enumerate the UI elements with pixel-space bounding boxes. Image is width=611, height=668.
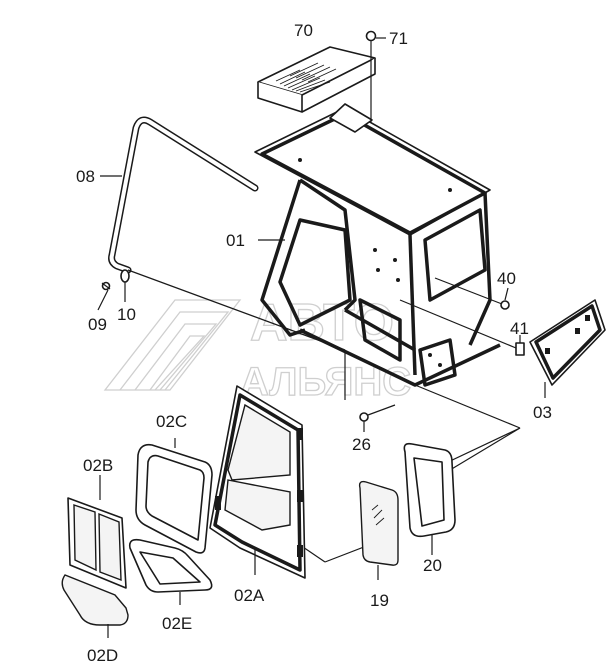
label-08: 08 [76,167,95,186]
label-09: 09 [88,315,107,334]
label-02D: 02D [87,646,118,665]
label-19: 19 [370,591,389,610]
label-41: 41 [510,319,529,338]
label-26: 26 [352,435,371,454]
label-71: 71 [389,29,408,48]
part-01-cab-frame [254,103,501,387]
part-41-grommet [399,299,525,356]
label-02A: 02A [234,586,265,605]
watermark-logo [103,299,242,391]
label-02C: 02C [156,412,187,431]
part-08-handrail [108,116,346,351]
watermark: АВТО АЛЬЯНС [103,293,412,405]
label-40: 40 [497,269,516,288]
part-10-washer [120,269,130,302]
part-02E-seal [128,538,213,605]
part-02D-glass [61,574,129,638]
part-02C-window-seal [135,438,213,554]
watermark-line-2: АЛЬЯНС [240,360,411,404]
label-70: 70 [294,21,313,40]
part-40-pin [434,277,510,310]
label-01: 01 [226,231,245,250]
part-labels: 70 71 08 01 40 41 03 09 10 26 02C 02B 02… [76,21,552,665]
label-10: 10 [117,305,136,324]
part-19-glass [358,480,399,580]
label-02B: 02B [83,456,113,475]
label-02E: 02E [162,614,192,633]
part-02A-door [209,385,306,579]
part-70-cover-plate [257,46,376,113]
part-09-bolt [97,281,111,311]
part-26-screw [359,404,396,432]
part-03-window-panel [529,299,606,398]
part-20-seal [403,442,456,555]
label-20: 20 [423,556,442,575]
label-03: 03 [533,403,552,422]
part-02B-sliding-window [67,475,127,589]
